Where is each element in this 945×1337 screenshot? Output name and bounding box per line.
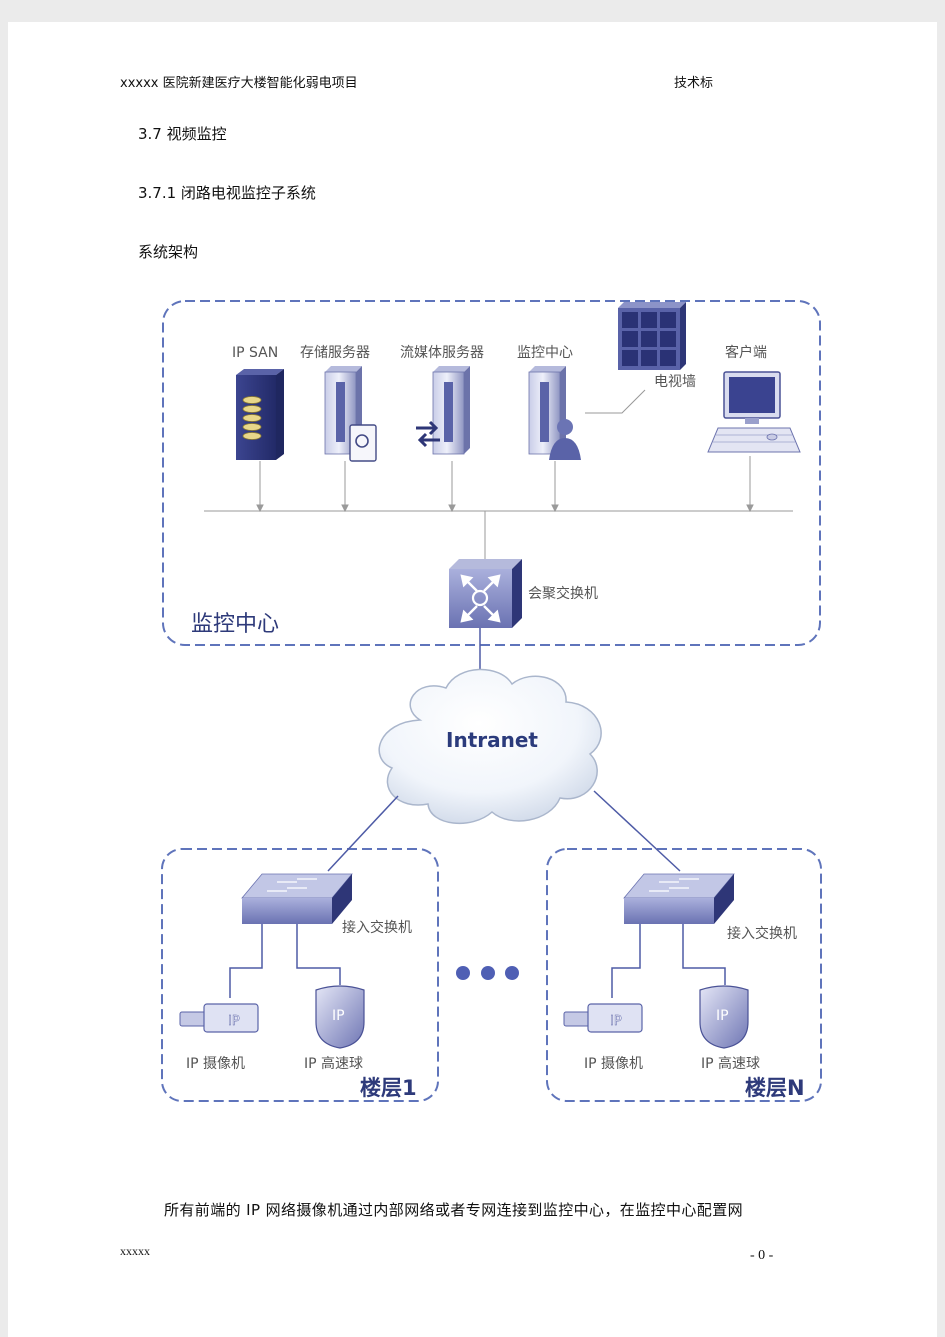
footer-text: xxxxx — [120, 1244, 150, 1258]
floor1-camera-label: IP 摄像机 — [186, 1056, 245, 1072]
intranet-label: Intranet — [446, 728, 538, 752]
core-switch-icon — [449, 559, 522, 628]
client-computer-icon — [707, 371, 801, 453]
label-ipsan: IP SAN — [232, 345, 278, 361]
page-number: - 0 - — [750, 1248, 774, 1263]
section-heading: 3.7 视频监控 — [138, 125, 227, 143]
header-title: xxxxx 医院新建医疗大楼智能化弱电项目 — [120, 76, 358, 91]
monitor-center-server-icon — [528, 366, 581, 460]
ip-badge-text: IP — [228, 1014, 240, 1029]
intranet-cloud-icon — [378, 668, 602, 825]
ip-badge-text: IP — [332, 1008, 345, 1024]
ellipsis-dots — [456, 966, 519, 980]
architecture-heading: 系统架构 — [138, 243, 199, 261]
floorN-region — [546, 848, 822, 1102]
tv-wall-icon — [618, 302, 686, 370]
link-floor1 — [327, 795, 399, 872]
storage-server-icon — [324, 366, 377, 462]
link-floorN — [593, 790, 681, 872]
floor1-dome-label: IP 高速球 — [304, 1055, 363, 1072]
ip-camera-icon: IP — [179, 1003, 259, 1033]
bus-drop-lines — [256, 456, 754, 562]
floorN-camera-label: IP 摄像机 — [584, 1056, 643, 1072]
subsection-heading: 3.7.1 闭路电视监控子系统 — [138, 184, 316, 202]
ipsan-icon — [236, 369, 284, 460]
floorN-switch-label: 接入交换机 — [727, 925, 797, 942]
tv-wall-connector — [585, 389, 646, 414]
floorN-camera-links — [611, 924, 726, 998]
ip-badge-text: IP — [716, 1008, 729, 1024]
floorN-label: 楼层N — [745, 1076, 805, 1100]
floor1-switch-label: 接入交换机 — [342, 919, 412, 936]
monitoring-center-region — [162, 300, 821, 646]
media-server-icon — [416, 366, 470, 455]
floorN-dome-label: IP 高速球 — [701, 1055, 760, 1072]
floor1-camera-links — [229, 924, 341, 998]
label-storage-server: 存储服务器 — [300, 345, 370, 361]
ip-badge-text: IP — [610, 1014, 622, 1029]
ip-camera-icon: IP — [563, 1003, 643, 1033]
ip-dome-camera-icon: IP — [315, 985, 365, 1049]
monitoring-center-label: 监控中心 — [191, 612, 279, 637]
ip-dome-camera-icon: IP — [699, 985, 749, 1049]
label-tv-wall: 电视墙 — [654, 374, 696, 390]
label-media-server: 流媒体服务器 — [400, 345, 484, 361]
access-switch-icon — [241, 873, 353, 924]
label-client: 客户端 — [725, 344, 767, 361]
header-doc-type: 技术标 — [674, 76, 714, 91]
floor1-label: 楼层1 — [360, 1076, 417, 1100]
label-monitor-center: 监控中心 — [517, 345, 573, 361]
core-switch-label: 会聚交换机 — [528, 585, 598, 602]
body-paragraph: 所有前端的 IP 网络摄像机通过内部网络或者专网连接到监控中心，在监控中心配置网 — [164, 1201, 744, 1219]
access-switch-icon — [623, 873, 735, 924]
